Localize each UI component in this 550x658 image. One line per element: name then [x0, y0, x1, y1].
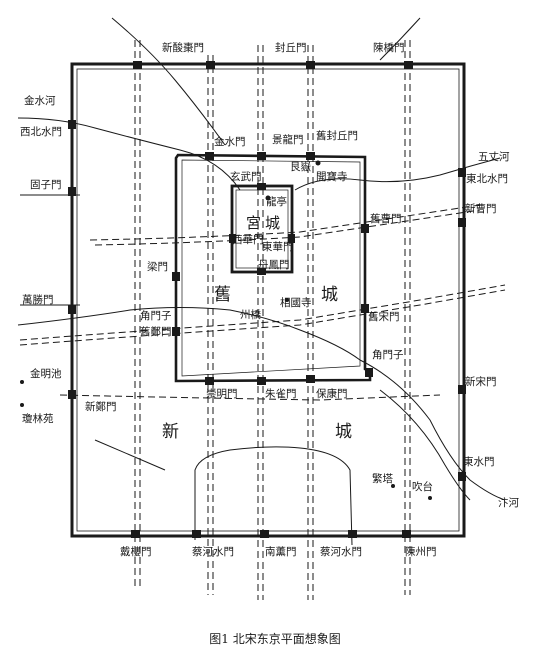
label-gong: 宮 [246, 214, 261, 232]
label-xin-new: 新 [162, 422, 179, 442]
label-baokang-men: 保康門 [316, 387, 348, 400]
label-qionglin-yuan: 瓊林苑 [22, 412, 54, 425]
label-zhuque-men: 朱雀門 [265, 387, 297, 400]
label-xibei-shuimen: 西北水門 [20, 126, 62, 138]
label-dan-men: 丹鳳門 [258, 259, 290, 271]
label-jiu-cao-men: 舊曹門 [370, 212, 402, 225]
label-jiaomenzi-east: 角門子 [372, 349, 404, 361]
label-kaibao-si: 開寶寺 [316, 170, 348, 183]
label-xiangguo-si: 相國寺 [280, 296, 312, 309]
label-genyue: 艮嶽 [290, 161, 311, 173]
site-markers [20, 160, 432, 500]
label-jiaomenzi-west: 角門子 [140, 310, 172, 322]
label-jiu-zheng-men: 舊鄭門 [140, 325, 172, 338]
label-xuanwu-men: 玄武門 [230, 170, 262, 183]
label-xihua-men: 西華門 [232, 234, 264, 246]
label-chenqiao-men: 陳橋門 [373, 41, 405, 54]
city-roads [19, 40, 506, 600]
rivers [17, 17, 506, 546]
label-donghua-men: 東華門 [262, 240, 294, 253]
label-xin-cao-men: 新曹門 [465, 202, 497, 215]
label-bian-he: 汴河 [498, 496, 519, 509]
city-map: 新酸棗門 封丘門 陳橋門 金水河 西北水門 金水門 景龍門 舊封丘門 五丈河 東… [17, 17, 519, 600]
label-jinshui-men: 金水門 [214, 135, 246, 148]
label-jinglong-men: 景龍門 [272, 133, 304, 146]
label-chongming-men: 崇明門 [206, 388, 238, 400]
label-liang-men: 梁門 [147, 260, 168, 273]
map-labels: 新酸棗門 封丘門 陳橋門 金水河 西北水門 金水門 景龍門 舊封丘門 五丈河 東… [20, 41, 519, 558]
label-dongshui-men: 東水門 [463, 455, 495, 468]
label-wansheng-men: 萬勝門 [22, 293, 54, 306]
label-jinshui-he: 金水河 [24, 94, 56, 107]
label-jinming-chi: 金明池 [30, 367, 62, 380]
figure-caption: 图1 北宋东京平面想象图 [209, 632, 341, 646]
label-wuzhang-he: 五丈河 [478, 151, 510, 163]
label-fan-ta: 繁塔 [372, 472, 393, 485]
label-caihe-shuimen-east: 蔡河水門 [320, 545, 362, 558]
label-jiu-song-men: 舊宋門 [368, 310, 400, 323]
label-dongbei-shuimen: 東北水門 [466, 172, 508, 185]
label-xin-song-men: 新宋門 [465, 375, 497, 388]
label-daiyou-men: 戴樓門 [120, 545, 152, 558]
label-cheng-palace: 城 [265, 214, 280, 232]
label-xin-zheng-men: 新鄭門 [85, 400, 117, 413]
label-zhouqiao: 州橋 [240, 308, 261, 321]
label-chenzhou-men: 陳州門 [405, 546, 437, 558]
label-xin-suanzao-men: 新酸棗門 [162, 41, 204, 54]
label-fengqiu-men: 封丘門 [275, 41, 307, 54]
label-chui-tai: 吹台 [412, 480, 433, 493]
label-cheng-new: 城 [335, 422, 352, 442]
label-guzi-men: 固子門 [30, 179, 62, 191]
label-nanxun-men: 南薰門 [265, 545, 297, 558]
label-caihe-shuimen-west: 蔡河水門 [192, 545, 234, 558]
label-jiu-old: 舊 [214, 285, 231, 305]
label-cheng-old: 城 [321, 285, 338, 305]
label-jiu-fengqiu-men: 舊封丘門 [316, 129, 358, 142]
gate-markers [68, 61, 466, 538]
label-longting: 龍亭 [266, 195, 287, 208]
